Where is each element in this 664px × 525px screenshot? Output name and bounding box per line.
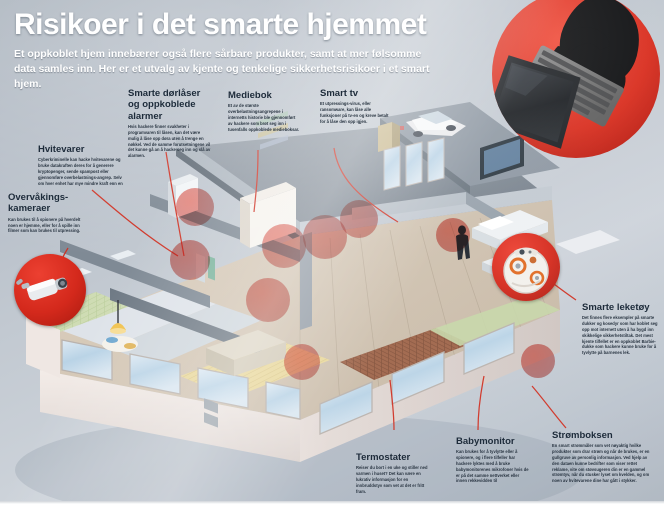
hotspot-kitchen [246,278,290,322]
callout-title: Strømboksen [552,430,613,441]
callout-overvakingskameraer: Overvåkings-kameraer Kan brukes til å sp… [8,192,82,234]
hotspot-mediebox [262,224,306,268]
security-camera-icon [16,277,68,301]
hacker-medallion [492,0,660,158]
hotspot-door-lock [170,240,210,280]
callout-title: Smarte leketøy [582,302,650,313]
callout-termostater: Termostater Reiser du bort i en uke og s… [356,452,430,494]
page-title: Risikoer i det smarte hjemmet [14,8,427,41]
callout-title: Termostater [356,452,411,463]
callout-title: Babymonitor [456,436,515,447]
hotspot-thermostat [284,344,320,380]
callout-smarte-leketoy: Smarte leketøy Det finnes flere eksemple… [582,302,660,356]
callout-body: Reiser du bort i en uke og stiller ned v… [356,465,428,494]
callout-body: Cyberkriminelle kan hacke hvitevarene og… [38,157,123,186]
callout-title: Overvåkings-kameraer [8,192,69,215]
callout-body: Et av de største overbelastningsangrepen… [228,103,300,132]
callout-body: En smart strømmåler som vet nøyaktig hvi… [552,443,650,484]
callout-body: Kan brukes til å spionere på hverdelt no… [8,216,81,234]
callout-body: Et utpressings-virus, eller ransomware, … [320,101,389,124]
hotspot-bedroom-tv [340,200,378,238]
hotspot-appliances [176,188,214,226]
bottom-strip [0,501,664,525]
callout-body: Det finnes flere eksempler på smarte duk… [582,315,658,356]
hotspot-babymonitor [436,218,470,252]
callout-body: Hvis hackere finner svakheter i programv… [128,124,211,159]
callout-smart-tv: Smart tv Et utpressings-virus, eller ran… [320,88,390,125]
smart-toy-robot-icon [503,247,549,294]
page-subtitle: Et oppkoblet hjem innebærer også flere s… [14,48,430,91]
callout-mediebok: Mediebok Et av de største overbelastning… [228,90,300,132]
callout-body: Kan brukes for å tyvlytte eller å spione… [456,449,529,484]
hotspot-smart-tv [303,215,347,259]
callout-title: Smart tv [320,88,359,99]
callout-title: Smarte dørlåser og oppkoblede alarmer [128,88,201,122]
security-camera-medallion [14,254,86,326]
hotspot-power-box [521,344,555,378]
callout-smarte-dorlaser: Smarte dørlåser og oppkoblede alarmer Hv… [128,88,212,159]
callout-hvitevarer: Hvitevarer Cyberkriminelle kan hacke hvi… [38,144,126,186]
callout-title: Hvitevarer [38,144,85,155]
smart-toy-medallion [492,233,560,301]
callout-stromboksen: Strømboksen En smart strømmåler som vet … [552,430,652,484]
header: Risikoer i det smarte hjemmet Et oppkobl… [0,0,664,93]
hacker-silhouette-laptop-icon [492,0,639,149]
callout-title: Mediebok [228,90,272,101]
callout-babymonitor: Babymonitor Kan brukes for å tyvlytte el… [456,436,530,484]
car-illustration [395,111,466,137]
